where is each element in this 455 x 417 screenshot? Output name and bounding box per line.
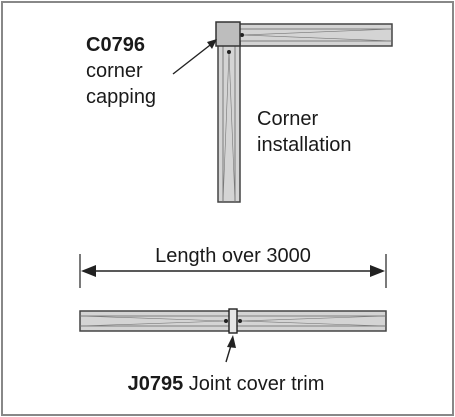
dimension-arrow-right xyxy=(370,265,385,277)
corner-installation: C0796 corner capping Corner installation xyxy=(86,21,393,203)
joint-leader-arrow xyxy=(227,335,236,348)
joint-cover-label: J0795 Joint cover trim xyxy=(128,373,325,395)
corner-horizontal-trim xyxy=(235,23,393,47)
length-dimension xyxy=(79,254,387,288)
corner-capping-code: C0796 xyxy=(86,34,145,56)
corner-capping-block xyxy=(215,21,241,47)
joint-cover xyxy=(224,308,242,334)
corner-capping-name-line2: capping xyxy=(86,86,156,108)
straight-trim-left xyxy=(79,310,233,332)
capping-leader-line xyxy=(172,41,215,75)
capping-leader-arrow xyxy=(207,39,217,49)
corner-vertical-trim xyxy=(217,41,241,203)
corner-caption-line2: installation xyxy=(257,134,352,156)
corner-caption-line1: Corner xyxy=(257,108,318,130)
joint-cover-name: Joint cover trim xyxy=(189,373,325,395)
length-dimension-label: Length over 3000 xyxy=(155,245,311,267)
straight-joint-installation: Length over 3000 J0795 Joint cover trim xyxy=(79,245,387,395)
dimension-arrow-left xyxy=(81,265,96,277)
joint-cover-code: J0795 xyxy=(128,373,184,395)
corner-capping-name-line1: corner xyxy=(86,60,143,82)
straight-trim-right xyxy=(233,310,387,332)
